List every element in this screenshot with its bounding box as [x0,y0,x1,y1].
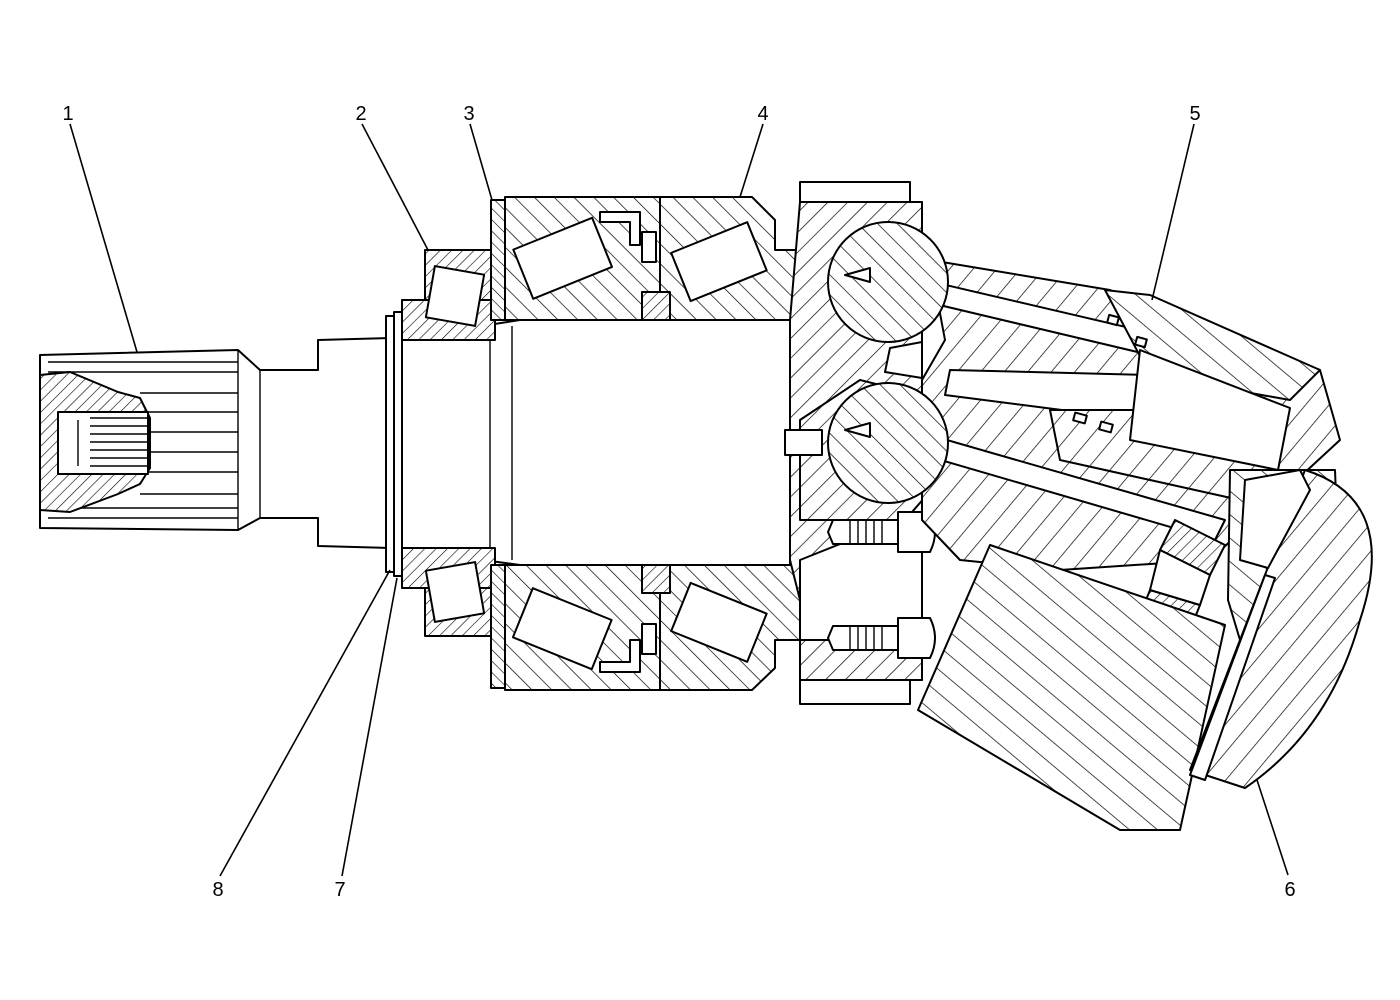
leader-line-4 [739,123,764,198]
piston-assembly [827,221,1341,631]
leader-line-2 [361,123,429,251]
callout-7: 7 [334,879,345,901]
leader-line-7 [341,577,398,877]
leader-line-8 [219,569,391,877]
leader-line-6 [1256,779,1289,876]
callout-4: 4 [757,103,768,125]
valve-plate [1189,469,1373,789]
leader-line-5 [1151,123,1195,301]
bearing-housing [504,196,801,691]
leader-line-3 [469,123,493,201]
callout-6: 6 [1284,879,1295,901]
snap-ring [385,311,403,577]
leader-lines [69,123,1289,877]
drive-shaft [39,319,791,566]
front-taper-bearing [401,249,496,637]
callout-1: 1 [62,103,73,125]
callout-3: 3 [463,103,474,125]
callout-5: 5 [1189,103,1200,125]
leader-line-1 [69,123,138,353]
callout-8: 8 [212,879,223,901]
callout-2: 2 [355,103,366,125]
callout-labels: 1 2 3 4 5 6 7 8 [62,103,1295,901]
